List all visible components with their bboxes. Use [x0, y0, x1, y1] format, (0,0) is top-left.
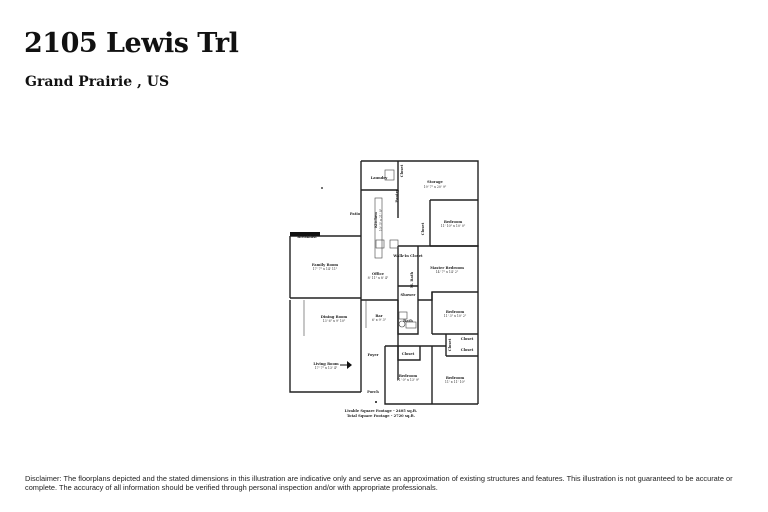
room-family-label: Family Room: [312, 263, 338, 267]
room-patio-label: Patio: [350, 212, 361, 216]
room-bedroom-1-label: Bedroom: [444, 220, 463, 224]
livable-footage: Livable Square Footage - 2405 sq.ft.: [345, 409, 418, 413]
room-bedroom-3-label: Bedroom: [399, 374, 418, 378]
room-master-dims: 14' 7" x 14' 2": [436, 270, 459, 274]
disclaimer-text: Disclaimer: The floorplans depicted and …: [25, 474, 733, 492]
room-bath-label: Bath: [403, 319, 413, 323]
room-bedroom-4-label: Bedroom: [446, 376, 465, 380]
room-pantry-label: Pantry: [395, 189, 399, 203]
room-office-label: Office: [372, 272, 385, 276]
room-closet-6-label: Closet: [402, 352, 415, 356]
room-kitchen-label: Kitchen: [374, 212, 378, 228]
room-porch-label: Porch: [367, 390, 379, 394]
room-kitchen-dims: 10' 3" x 21' 8": [379, 208, 383, 231]
room-dining-label: Dining Room: [321, 315, 348, 319]
room-bar-label: Bar: [375, 314, 382, 318]
room-bedroom-2-dims: 11' 3" x 10' 2": [444, 314, 467, 318]
room-closet-5-label: Closet: [461, 348, 474, 352]
room-master-label: Master Bedroom: [430, 266, 464, 270]
room-walkin-closet-label: Walk-In Closet: [392, 254, 423, 258]
room-closet-2-label: Closet: [421, 222, 425, 235]
room-closet-1-label: Closet: [400, 164, 404, 177]
room-family-dims: 17' 7" x 14' 11": [313, 267, 338, 271]
room-bedroom-1-dims: 11' 10" x 10' 0": [441, 224, 466, 228]
room-breakfast-label: Breakfast: [297, 235, 317, 239]
room-storage-label: Storage: [427, 180, 443, 184]
room-closet-3-label: Closet: [461, 337, 474, 341]
room-master-bath-label: M. Bath: [410, 272, 414, 289]
room-closet-4-label: Closet: [448, 338, 452, 351]
room-office-dims: 8' 11" x 8' 4": [368, 276, 389, 280]
room-living-dims: 17' 7" x 13' 4": [315, 366, 338, 370]
room-laundry-label: Laundry: [371, 176, 388, 180]
property-location: Grand Prairie , US: [25, 74, 170, 90]
room-shower-label: Shower: [401, 293, 416, 297]
room-bedroom-4-dims: 11' x 11' 10": [445, 380, 466, 384]
room-living-label: Living Room: [313, 362, 339, 366]
room-foyer-label: Foyer: [367, 353, 378, 357]
room-bedroom-2-label: Bedroom: [446, 310, 465, 314]
total-footage: Total Square Footage - 2720 sq.ft.: [347, 414, 415, 418]
room-storage-dims: 19' 7" x 20' 9": [424, 185, 447, 189]
room-bedroom-3-dims: 11' 0" x 13' 9": [397, 378, 420, 382]
room-bar-dims: 6' x 9' 3": [372, 318, 387, 322]
room-dining-dims: 13' 6" x 9' 10": [323, 319, 346, 323]
property-address: 2105 Lewis Trl: [24, 28, 239, 59]
